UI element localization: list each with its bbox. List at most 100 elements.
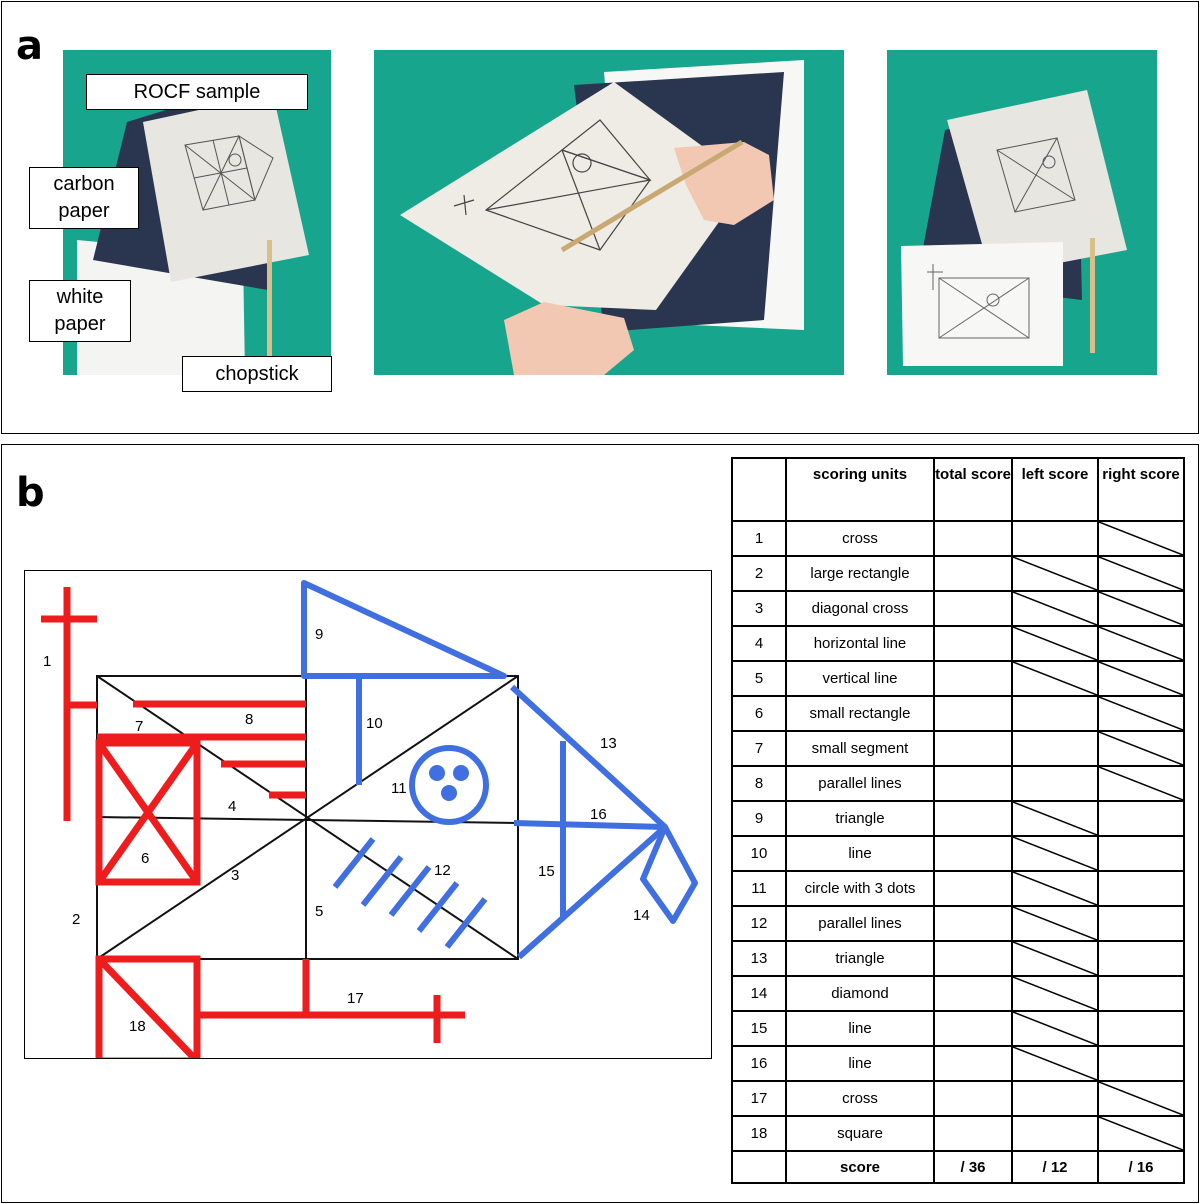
row-total-cell — [933, 1010, 1013, 1047]
row-total-cell — [933, 940, 1013, 977]
header-total-score: total score — [933, 457, 1013, 522]
row-number: 16 — [731, 1045, 787, 1082]
left-scoring-units — [41, 587, 465, 1065]
footer-score-label: score — [785, 1150, 935, 1184]
table-footer-row: score / 36 / 12 / 16 — [731, 1150, 1185, 1184]
row-number: 13 — [731, 940, 787, 977]
row-right-cell — [1097, 695, 1185, 732]
row-right-cell — [1097, 765, 1185, 802]
unit-number-13: 13 — [600, 735, 617, 752]
callout-rocf-sample: ROCF sample — [86, 74, 308, 110]
rocf-sample-sheet-2 — [400, 82, 749, 310]
unit-number-14: 14 — [633, 907, 650, 924]
tracing-hand — [674, 142, 774, 225]
table-header-row: scoring units total score left score rig… — [731, 457, 1185, 522]
unit-number-10: 10 — [366, 715, 383, 732]
row-right-cell — [1097, 730, 1185, 767]
row-number: 2 — [731, 555, 787, 592]
row-right-cell — [1097, 800, 1185, 837]
row-right-cell — [1097, 1115, 1185, 1152]
row-unit: parallel lines — [785, 765, 935, 802]
unit-number-1: 1 — [43, 653, 51, 670]
panel-letter-b: b — [16, 470, 45, 516]
row-unit: diagonal cross — [785, 590, 935, 627]
row-left-cell — [1011, 1080, 1099, 1117]
footer-total-max: / 36 — [933, 1150, 1013, 1184]
row-unit: line — [785, 1010, 935, 1047]
unit-number-9: 9 — [315, 626, 323, 643]
callout-white-paper: white paper — [29, 280, 131, 342]
row-number: 8 — [731, 765, 787, 802]
row-unit: vertical line — [785, 660, 935, 697]
row-number: 11 — [731, 870, 787, 907]
header-left-score: left score — [1011, 457, 1099, 522]
unit-number-17: 17 — [347, 990, 364, 1007]
row-unit: cross — [785, 520, 935, 557]
row-number: 1 — [731, 520, 787, 557]
panel-a: a ROCF sample carbon paper white paper c… — [1, 1, 1199, 434]
row-total-cell — [933, 800, 1013, 837]
unit-number-6: 6 — [141, 850, 149, 867]
unit-14-diamond — [640, 824, 698, 924]
unit-number-11: 11 — [391, 780, 407, 797]
rocf-sample-sheet-3 — [947, 90, 1127, 276]
unit-11-dots — [429, 765, 469, 801]
scoring-table: scoring units total score left score rig… — [731, 457, 1185, 1184]
rocf-base-figure — [96, 675, 519, 960]
row-right-cell — [1097, 660, 1185, 697]
row-right-cell — [1097, 1080, 1185, 1117]
unit-18-diagonal — [96, 956, 200, 1064]
unit-number-3: 3 — [231, 867, 239, 884]
row-unit: triangle — [785, 940, 935, 977]
unit-6-diagonal-b — [96, 740, 200, 885]
row-unit: small segment — [785, 730, 935, 767]
row-unit: parallel lines — [785, 905, 935, 942]
row-right-cell — [1097, 905, 1185, 942]
row-left-cell — [1011, 625, 1099, 662]
diagonal-line-b — [96, 675, 519, 960]
header-number — [731, 457, 787, 522]
row-right-cell — [1097, 555, 1185, 592]
unit-number-12: 12 — [434, 862, 451, 879]
rocf-sketch-3 — [996, 137, 1076, 213]
rocf-figure: 1 2 3 4 5 6 7 8 9 10 11 12 13 14 15 16 1… — [41, 580, 698, 1065]
row-unit: circle with 3 dots — [785, 870, 935, 907]
row-left-cell — [1011, 835, 1099, 872]
row-left-cell — [1011, 870, 1099, 907]
row-unit: triangle — [785, 800, 935, 837]
unit-12-parallel-lines — [332, 837, 488, 949]
row-right-cell — [1097, 590, 1185, 627]
row-total-cell — [933, 975, 1013, 1012]
row-right-cell — [1097, 520, 1185, 557]
row-total-cell — [933, 765, 1013, 802]
row-unit: small rectangle — [785, 695, 935, 732]
row-total-cell — [933, 905, 1013, 942]
right-scoring-units — [301, 580, 698, 960]
white-paper-result — [901, 242, 1063, 366]
row-total-cell — [933, 1045, 1013, 1082]
unit-number-8: 8 — [245, 711, 253, 728]
photo-tracing — [374, 50, 844, 375]
header-right-score: right score — [1097, 457, 1185, 522]
tracing-illustration — [400, 60, 804, 375]
row-left-cell — [1011, 1010, 1099, 1047]
row-left-cell — [1011, 660, 1099, 697]
traced-copy — [927, 264, 1030, 339]
row-left-cell — [1011, 520, 1099, 557]
rocf-scoring-diagram: 1 2 3 4 5 6 7 8 9 10 11 12 13 14 15 16 1… — [24, 570, 712, 1065]
row-total-cell — [933, 590, 1013, 627]
holding-hand — [504, 302, 634, 375]
